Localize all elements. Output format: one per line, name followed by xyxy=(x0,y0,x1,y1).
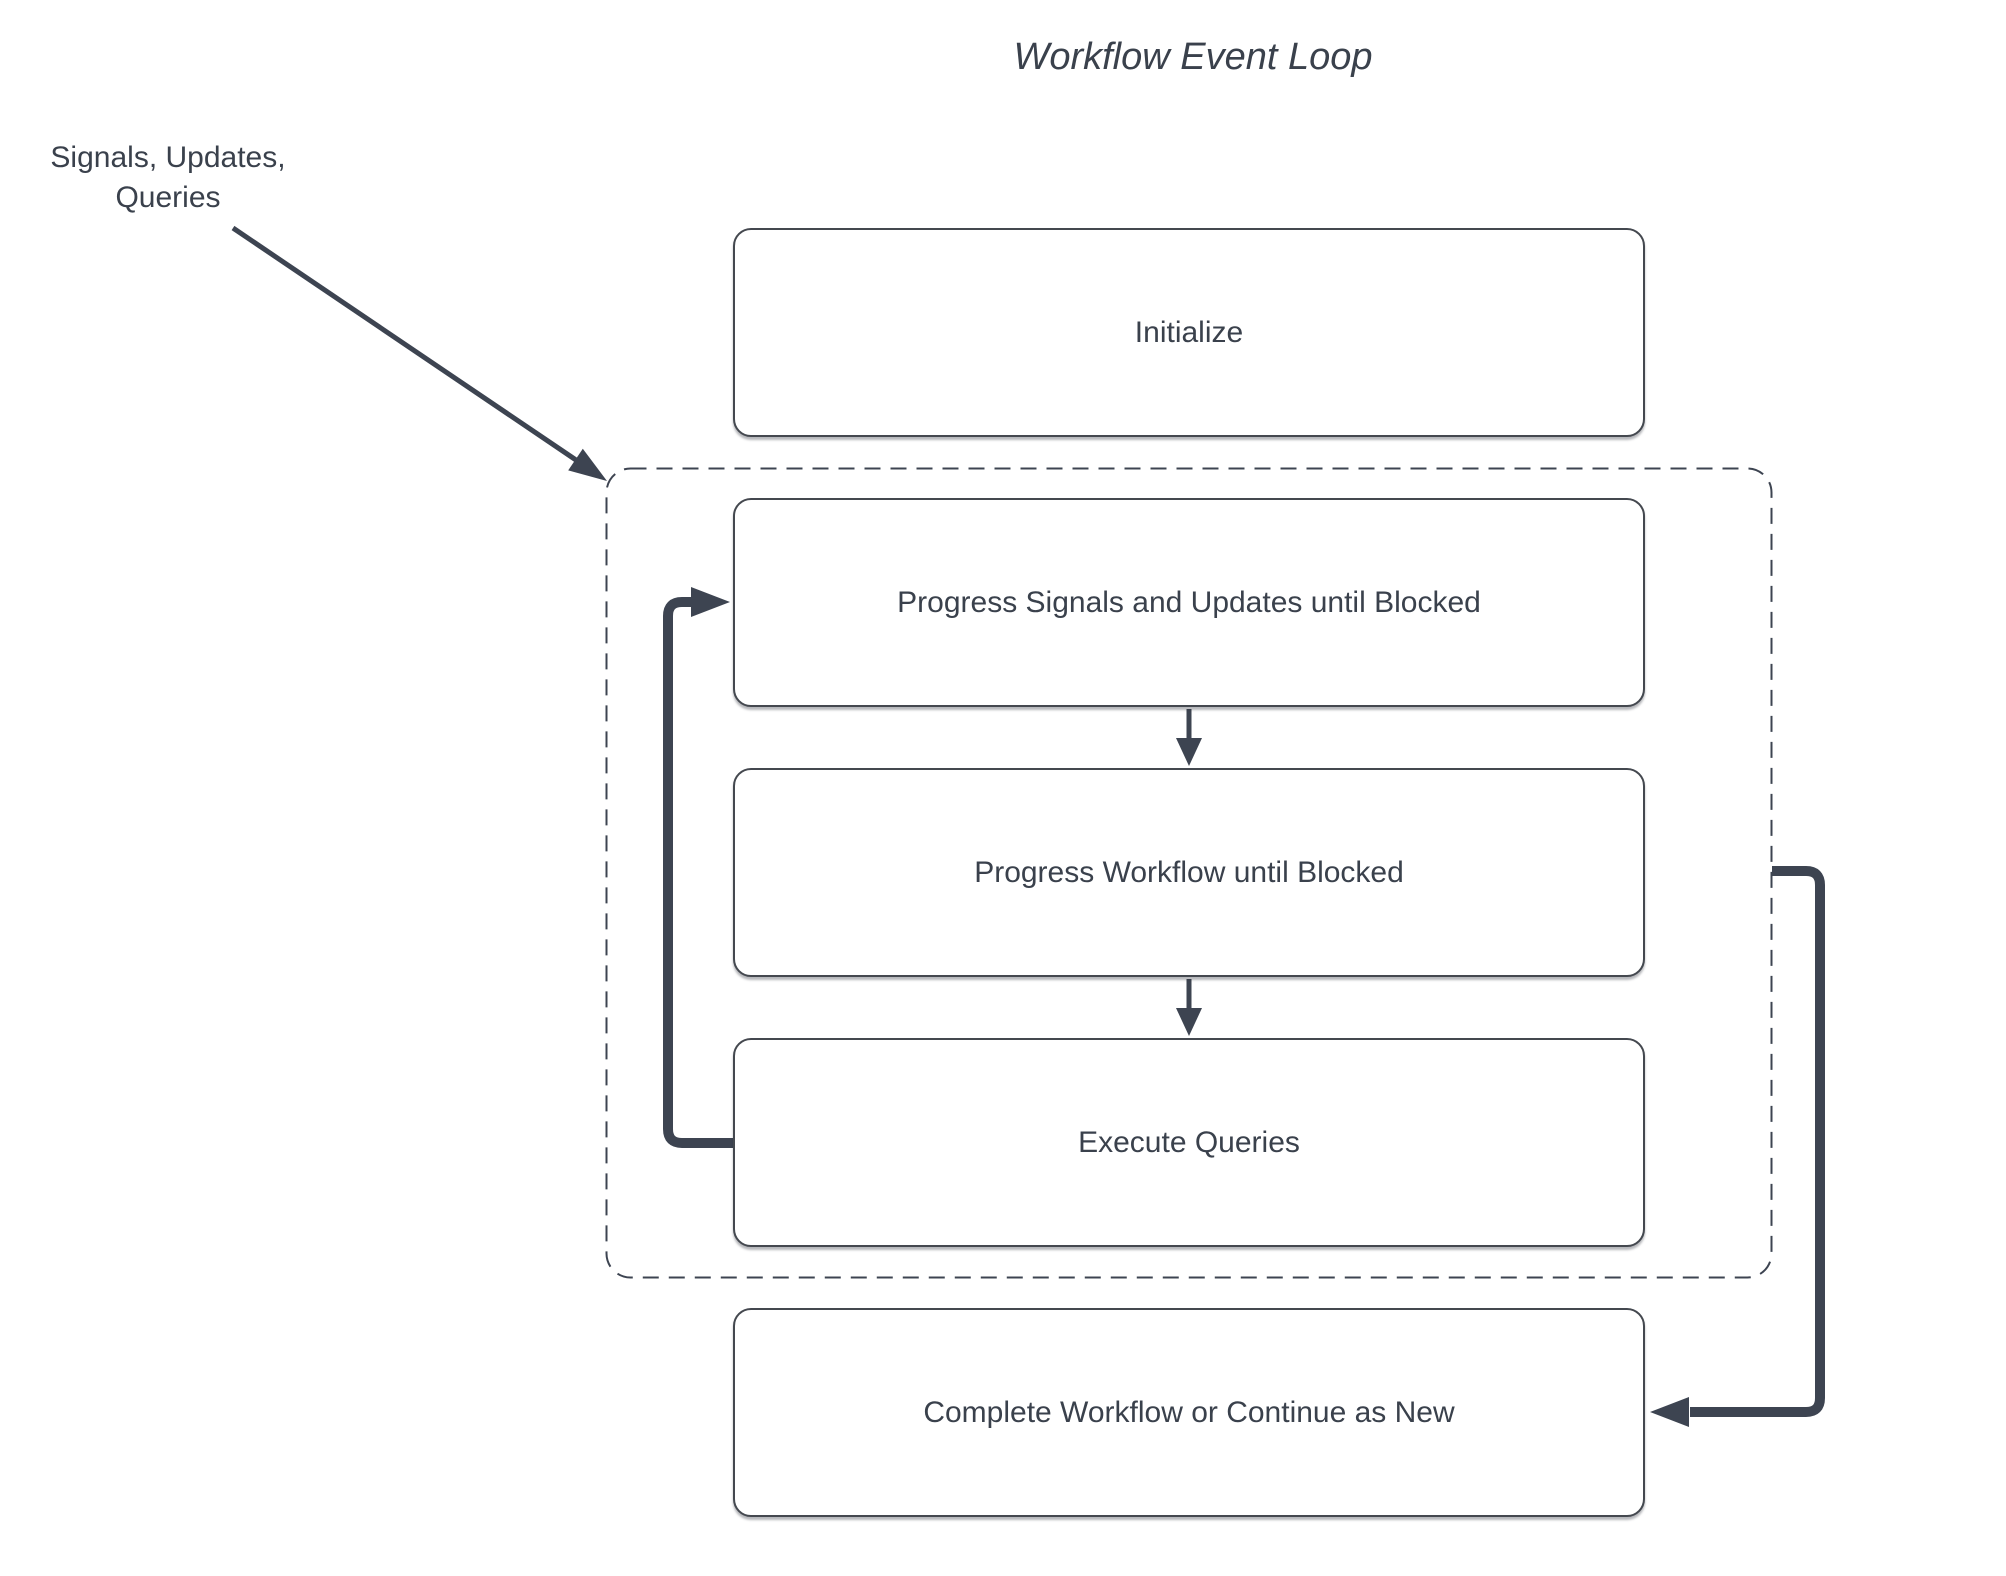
to-complete-connector-line xyxy=(1690,866,1825,1417)
node-initialize-label: Initialize xyxy=(1134,315,1244,349)
node-progress-signals-updates-label: Progress Signals and Updates until Block… xyxy=(897,585,1481,619)
signals-into-loop-arrow-line xyxy=(231,225,578,463)
node-complete-workflow-label: Complete Workflow or Continue as New xyxy=(923,1395,1455,1429)
node-progress-workflow-label: Progress Workflow until Blocked xyxy=(974,855,1404,889)
node-complete-workflow: Complete Workflow or Continue as New xyxy=(733,1308,1645,1517)
step-down-arrow-2-head xyxy=(1176,1008,1202,1036)
node-execute-queries: Execute Queries xyxy=(733,1038,1645,1247)
signals-into-loop-arrowhead xyxy=(568,448,607,481)
loop-back-arrowhead xyxy=(691,587,730,617)
annotation-line-1: Signals, Updates, xyxy=(50,141,286,174)
step-down-arrow-1-head xyxy=(1176,738,1202,766)
node-initialize: Initialize xyxy=(733,228,1645,437)
node-progress-workflow: Progress Workflow until Blocked xyxy=(733,768,1645,977)
signals-updates-queries-label: Signals, Updates, Queries xyxy=(18,138,318,218)
node-progress-signals-updates: Progress Signals and Updates until Block… xyxy=(733,498,1645,707)
to-complete-arrowhead xyxy=(1650,1397,1689,1427)
event-loop-group-border xyxy=(605,467,1773,1279)
annotation-line-2: Queries xyxy=(115,181,221,214)
node-execute-queries-label: Execute Queries xyxy=(1078,1125,1300,1159)
diagram-title: Workflow Event Loop xyxy=(1013,36,1373,78)
loop-back-connector-line xyxy=(663,597,733,1148)
